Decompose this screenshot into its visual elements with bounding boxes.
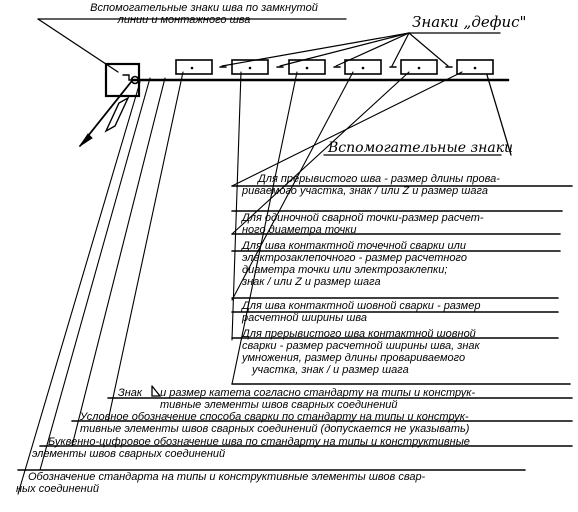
aux-closed-line-line1: Вспомогательные знаки шва по замкнутой — [90, 2, 318, 14]
hyphen-marks-label: Знаки „дефис" — [412, 13, 527, 31]
note-line: тивные элементы швов сварных соединений … — [80, 423, 470, 435]
note-line: диаметра точки или электрозаклепки; — [242, 264, 448, 276]
note-spot-weld: Для шва контактной точечной сварки или э… — [242, 240, 467, 288]
note-alphanumeric: Буквенно-цифровое обозначение шва по ста… — [32, 436, 470, 460]
note-line: знак / или Z и размер шага — [242, 276, 381, 288]
fillet-triangle-icon — [151, 385, 162, 397]
note-intermittent-seam: Для прерывистого шва контактной шовной с… — [242, 328, 480, 376]
note-line: умножения, размер длины провариваемого — [242, 352, 466, 364]
note-line: электрозаклепочного - размер расчетного — [242, 252, 467, 264]
note-line: Обозначение стандарта на типы и конструк… — [28, 471, 426, 483]
note-line: Условное обозначение способа сварки по с… — [80, 411, 469, 423]
shelf-box-3 — [288, 59, 326, 75]
shelf-box-4 — [344, 59, 382, 75]
note-line: Для одиночной сварной точки-размер расче… — [242, 212, 484, 224]
note-line: расчетной ширины шва — [242, 312, 368, 324]
tilted-sign-box — [104, 96, 130, 133]
note-line: риваемого участка, знак / или Z и размер… — [242, 185, 488, 197]
note-line: сварки - размер расчетной ширины шва, зн… — [242, 340, 480, 352]
note-line: Буквенно-цифровое обозначение шва по ста… — [48, 436, 470, 448]
shelf-box-2 — [231, 59, 269, 75]
note-line: тивные элементы швов сварных соединений — [160, 399, 398, 411]
aux-closed-line-line2: линии и монтажного шва — [117, 14, 251, 26]
note-line: элементы швов сварных соединений — [32, 448, 226, 460]
note-line: ного диаметра точки — [242, 224, 357, 236]
note-line: Знак и размер катета согласно стандарту н… — [118, 387, 475, 399]
note-line: Для прерывистого шва - размер длины пров… — [258, 173, 500, 185]
shelf-box-6 — [456, 59, 494, 75]
note-line: участка, знак / и размер шага — [252, 364, 409, 376]
arrowhead — [79, 133, 93, 147]
note-line: Для прерывистого шва контактной шовной — [242, 328, 476, 340]
note-welding-method: Условное обозначение способа сварки по с… — [80, 411, 469, 435]
note-sign-word: Знак — [118, 387, 143, 399]
note-single-spot: Для одиночной сварной точки-размер расче… — [242, 212, 484, 236]
shelf-box-5 — [400, 59, 438, 75]
aux-closed-line-label: Вспомогательные знаки шва по замкнутой л… — [64, 2, 344, 26]
note-intermittent-weld: Для прерывистого шва - размер длины пров… — [242, 173, 500, 197]
note-seam-weld: Для шва контактной шовной сварки - разме… — [242, 300, 480, 324]
note-line: Для шва контактной точечной сварки или — [242, 240, 466, 252]
note-line: ных соединений — [16, 483, 99, 495]
note-line-text: и размер катета согласно стандарту на ти… — [160, 387, 476, 399]
note-fillet-leg: Знак и размер катета согласно стандарту н… — [118, 387, 475, 411]
aux-marks-label: Вспомогательные знаки — [328, 140, 514, 156]
note-standard: Обозначение стандарта на типы и конструк… — [16, 471, 426, 495]
shelf-box-1 — [175, 59, 213, 75]
note-line: Для шва контактной шовной сварки - разме… — [242, 300, 481, 312]
